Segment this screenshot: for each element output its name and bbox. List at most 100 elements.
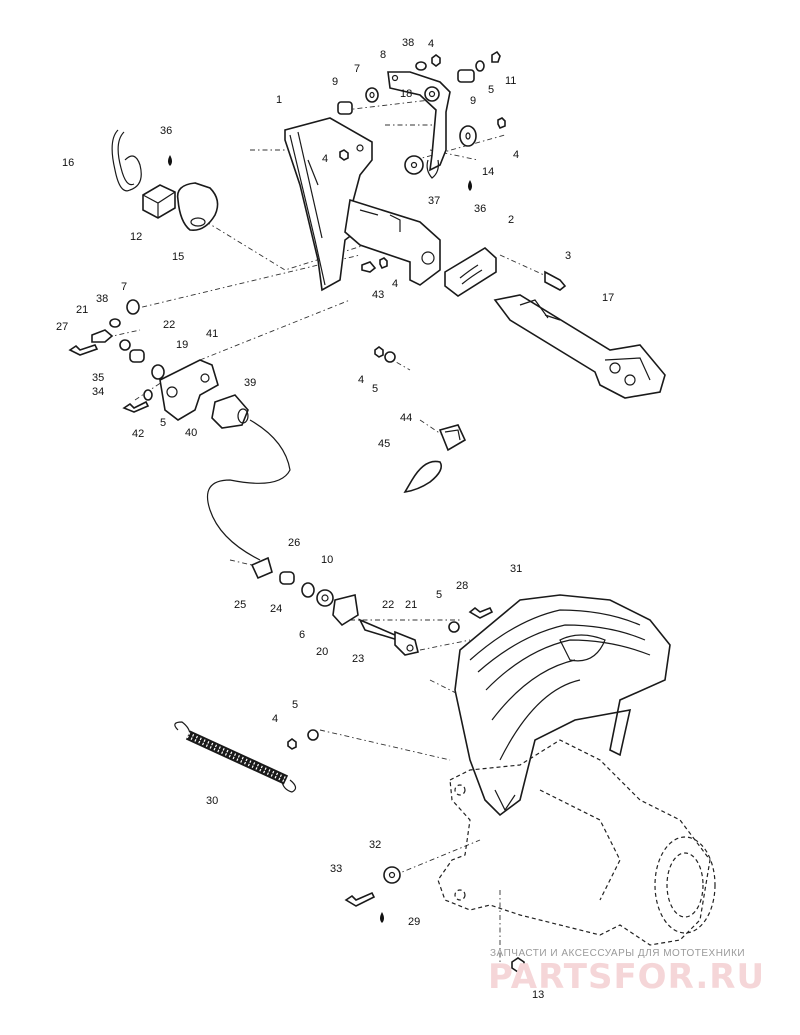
part-38-washer-left (109, 318, 121, 328)
callout-4f: 4 (272, 713, 278, 725)
part-2-gasket (444, 247, 497, 297)
callout-4d: 4 (392, 278, 398, 290)
part-13-nut (511, 957, 525, 973)
part-30-spring (174, 721, 297, 793)
callout-4b: 4 (322, 153, 328, 165)
part-32-washer (383, 866, 401, 884)
callout-33: 33 (330, 863, 342, 875)
part-16-hook (111, 129, 142, 192)
part-45-cable-tie (403, 460, 443, 494)
callout-5e: 5 (292, 699, 298, 711)
callout-45: 45 (378, 438, 390, 450)
callout-42: 42 (132, 428, 144, 440)
part-4-nut-right (497, 117, 506, 130)
callout-31: 31 (510, 563, 522, 575)
callout-34: 34 (92, 386, 104, 398)
callout-18: 18 (400, 88, 412, 100)
part-15-pad (176, 182, 219, 232)
part-12-rubber-block (142, 184, 176, 219)
part-24-barrel (279, 571, 295, 585)
callout-37: 37 (428, 195, 440, 207)
callout-24: 24 (270, 603, 282, 615)
part-5-washer-left (143, 389, 153, 401)
callout-6: 6 (299, 629, 305, 641)
part-36-grease-drop-right (468, 180, 472, 191)
watermark: ЗАПЧАСТИ И АКСЕССУАРЫ ДЛЯ МОТОТЕХНИКИ PA… (488, 948, 764, 997)
part-37-washer (404, 155, 424, 175)
callout-2: 2 (508, 214, 514, 226)
part-29-housing (437, 739, 716, 946)
part-4-nut-mid (374, 346, 384, 358)
callout-5a: 5 (488, 84, 494, 96)
part-4-nut-low (287, 738, 297, 750)
part-7-washer-left (126, 299, 140, 315)
part-9-spacer-left (337, 101, 353, 115)
callout-29: 29 (408, 916, 420, 928)
part-4-nut-clip (379, 257, 388, 270)
callout-14: 14 (482, 166, 494, 178)
callout-36b: 36 (474, 203, 486, 215)
part-29-drop (380, 912, 384, 923)
callout-7b: 7 (121, 281, 127, 293)
part-1-main-bracket (284, 117, 373, 292)
callout-numbers: 1 2 3 4 4 4 4 4 4 5 5 5 5 5 6 7 7 8 9 9 … (56, 37, 614, 1001)
part-19-spacer (129, 349, 145, 363)
callout-9a: 9 (332, 76, 338, 88)
part-3-screw (544, 270, 567, 291)
callout-3: 3 (565, 250, 571, 262)
part-37-plate (344, 198, 441, 286)
part-40-41-bracket-left (159, 359, 219, 421)
part-17-housing (493, 294, 666, 399)
callout-39: 39 (244, 377, 256, 389)
part-28-bolt (468, 606, 494, 619)
part-35-bushing (151, 364, 165, 380)
part-4-nut-bracket (339, 149, 349, 161)
callout-41: 41 (206, 328, 218, 340)
callout-43: 43 (372, 289, 384, 301)
callout-40: 40 (185, 427, 197, 439)
part-31-intake-silencer (454, 594, 671, 817)
part-22-21-ball-joint (394, 630, 419, 656)
callout-25: 25 (234, 599, 246, 611)
callout-28: 28 (456, 580, 468, 592)
part-20-cam (332, 594, 359, 627)
watermark-tagline: ЗАПЧАСТИ И АКСЕССУАРЫ ДЛЯ МОТОТЕХНИКИ (490, 948, 745, 959)
part-25-26-ferrule (250, 556, 273, 580)
part-6-washer (301, 582, 315, 598)
callout-16: 16 (62, 157, 74, 169)
callout-32: 32 (369, 839, 381, 851)
callout-8: 8 (380, 49, 386, 61)
part-14-washer (459, 125, 477, 147)
callout-38a: 38 (402, 37, 414, 49)
part-23-rod (358, 618, 400, 642)
part-5-washer-right (448, 621, 460, 633)
callout-10: 10 (321, 554, 333, 566)
callout-12: 12 (130, 231, 142, 243)
part-9-spacer-right (457, 69, 475, 83)
part-10-nut (316, 589, 334, 607)
part-42-bolt (122, 400, 150, 413)
callout-35: 35 (92, 372, 104, 384)
part-39-cable-end (211, 394, 249, 429)
callout-5c: 5 (160, 417, 166, 429)
callout-38b: 38 (96, 293, 108, 305)
callout-27: 27 (56, 321, 68, 333)
part-22-ball-joint-left (119, 339, 131, 351)
part-7-washer-top (365, 87, 379, 103)
callout-20: 20 (316, 646, 328, 658)
callout-5d: 5 (436, 589, 442, 601)
callout-26: 26 (288, 537, 300, 549)
part-43-clip (361, 261, 377, 273)
callout-4e: 4 (358, 374, 364, 386)
callout-9b: 9 (470, 95, 476, 107)
callout-30: 30 (206, 795, 218, 807)
part-38-washer-top (415, 61, 427, 71)
part-27-bolt (68, 344, 99, 356)
cable-line (206, 419, 291, 561)
callout-5b: 5 (372, 383, 378, 395)
part-44-clip (438, 424, 467, 452)
part-5-washer-low (307, 729, 319, 741)
callout-19: 19 (176, 339, 188, 351)
part-18-bushing (424, 86, 440, 102)
part-21-link (91, 329, 114, 343)
